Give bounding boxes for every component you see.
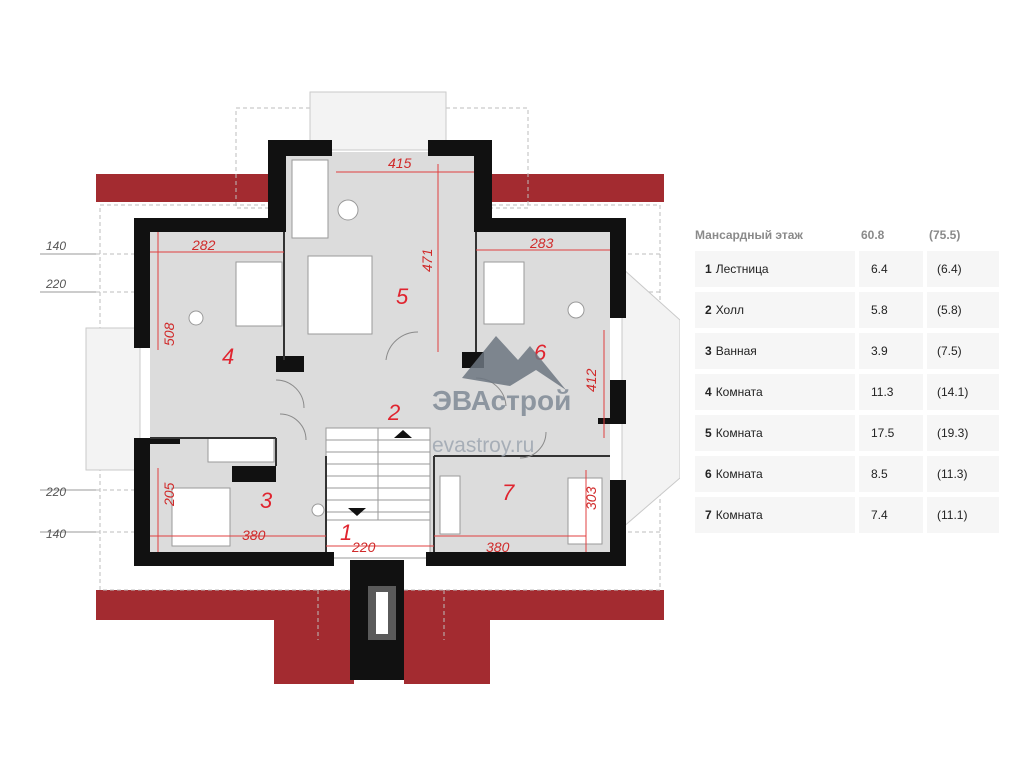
room-area: 11.3 xyxy=(859,373,923,410)
chimney-flue xyxy=(376,592,388,634)
side-dimension-ticks xyxy=(40,253,96,533)
door-swings xyxy=(275,331,547,459)
room-area: 8.5 xyxy=(859,455,923,492)
dim-label-412: 412 xyxy=(583,368,599,392)
room-name: Комната xyxy=(715,425,763,440)
room-name: Комната xyxy=(715,384,763,399)
floor-area: 60.8 xyxy=(861,228,885,242)
side-dim-140-top: 140 xyxy=(46,239,66,253)
dim-label-380-left: 380 xyxy=(242,527,266,543)
room-num: 6 xyxy=(705,466,712,481)
room-number-2: 2 xyxy=(387,400,400,425)
side-dim-220-top: 220 xyxy=(45,277,66,291)
room-number-4: 4 xyxy=(222,344,234,369)
room-name: Комната xyxy=(715,466,763,481)
room-total-area: (7.5) xyxy=(927,332,999,369)
balconies xyxy=(85,91,680,530)
room-number-3: 3 xyxy=(260,488,273,513)
room-total-area: (19.3) xyxy=(927,414,999,451)
room-total-area: (6.4) xyxy=(927,250,999,287)
room-total-area: (5.8) xyxy=(927,291,999,328)
dim-label-471: 471 xyxy=(419,249,435,272)
side-dim-140-bottom: 140 xyxy=(46,527,66,541)
room-area: 5.8 xyxy=(859,291,923,328)
room-area: 17.5 xyxy=(859,414,923,451)
dim-label-415: 415 xyxy=(388,155,412,171)
room-num: 1 xyxy=(705,261,712,276)
floor-total-area: (75.5) xyxy=(929,228,961,242)
watermark: ЭВАстрой evastroy.ru xyxy=(432,336,571,457)
room-area: 6.4 xyxy=(859,250,923,287)
dim-label-380-right: 380 xyxy=(486,539,510,555)
room-area: 7.4 xyxy=(859,496,923,533)
room-name: Холл xyxy=(715,302,744,317)
area-table-header: Мансардный этаж 60.8 (75.5) xyxy=(695,222,1005,248)
dim-label-508: 508 xyxy=(161,322,177,346)
room-number-7: 7 xyxy=(502,480,515,505)
room-name: Ванная xyxy=(715,343,757,358)
dimension-lines xyxy=(150,164,610,552)
room-number-5: 5 xyxy=(396,284,409,309)
staircase xyxy=(325,427,431,559)
walls xyxy=(134,140,626,680)
roof-strips xyxy=(96,174,664,684)
room-number-1: 1 xyxy=(340,520,352,545)
floor-plan: 1 2 3 4 5 6 7 415 471 282 283 508 412 20… xyxy=(40,91,680,684)
room-total-area: (11.3) xyxy=(927,455,999,492)
watermark-brand: ЭВАстрой xyxy=(432,385,571,416)
floor-title: Мансардный этаж xyxy=(695,228,803,242)
watermark-logo-icon xyxy=(462,336,566,390)
room-total-area: (14.1) xyxy=(927,373,999,410)
room-name: Комната xyxy=(715,507,763,522)
dim-label-205: 205 xyxy=(161,482,177,507)
room-total-area: (11.1) xyxy=(927,496,999,533)
room-name: Лестница xyxy=(715,261,769,276)
dim-label-283: 283 xyxy=(529,235,554,251)
room-num: 5 xyxy=(705,425,712,440)
room-num: 4 xyxy=(705,384,712,399)
room-area: 3.9 xyxy=(859,332,923,369)
watermark-site: evastroy.ru xyxy=(432,434,534,457)
dim-label-282: 282 xyxy=(191,237,216,253)
room-num: 7 xyxy=(705,507,712,522)
room-num: 2 xyxy=(705,302,712,317)
room-num: 3 xyxy=(705,343,712,358)
side-dim-220-bottom: 220 xyxy=(45,485,66,499)
dim-label-303: 303 xyxy=(583,486,599,510)
dim-label-220: 220 xyxy=(351,539,376,555)
